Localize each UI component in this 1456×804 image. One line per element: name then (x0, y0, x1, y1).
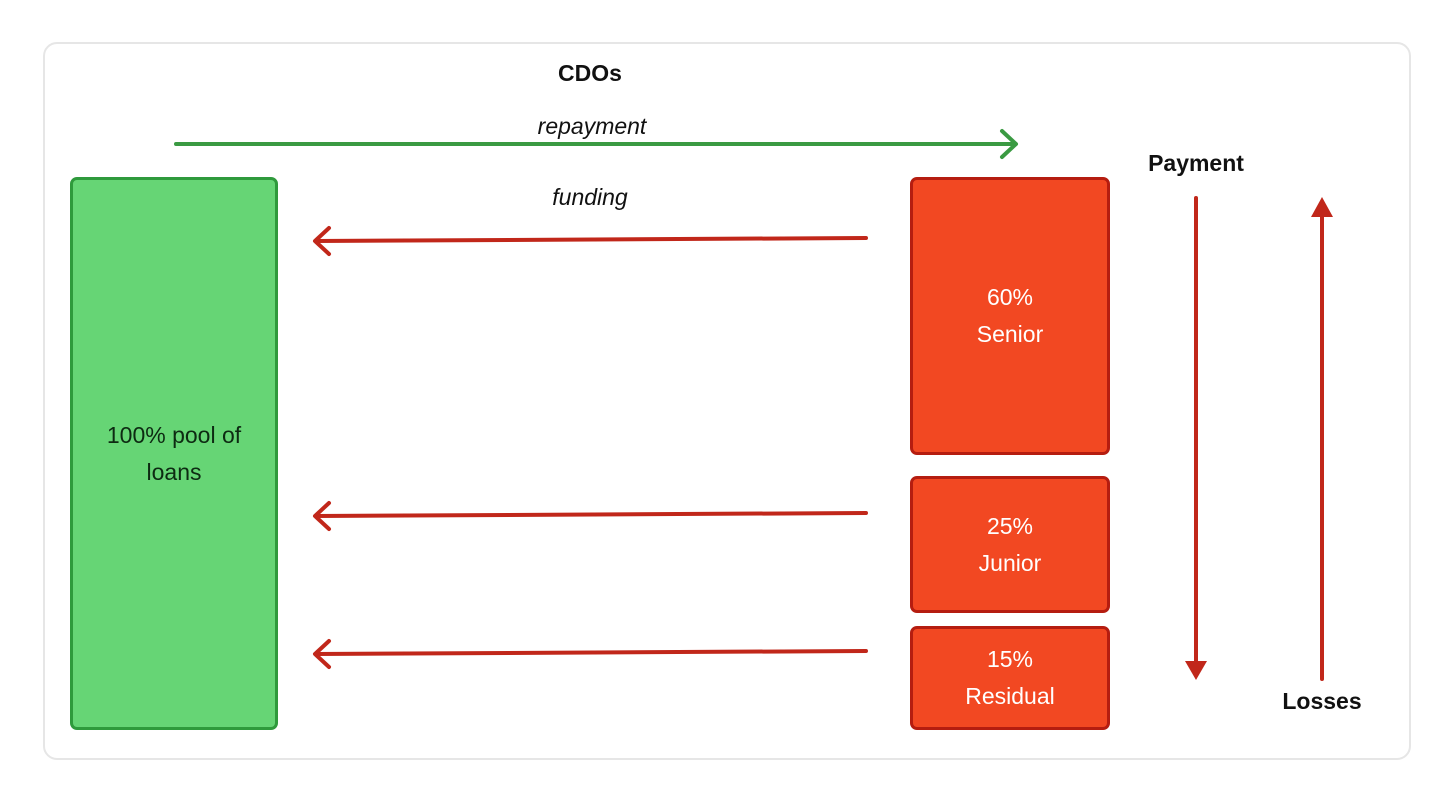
tranche-junior-percent: 25% (986, 512, 1034, 539)
tranche-senior-box: 60% Senior (910, 177, 1110, 455)
diagram-title: CDOs (558, 60, 622, 86)
funding-label: funding (552, 184, 628, 210)
tranche-junior-box: 25% Junior (910, 476, 1110, 613)
tranche-senior-name: Senior (976, 321, 1044, 347)
tranche-residual-box: 15% Residual (910, 626, 1110, 730)
repayment-label: repayment (537, 113, 647, 139)
loan-pool-box: 100% pool of loans (70, 177, 278, 730)
tranche-junior-name: Junior (978, 549, 1042, 576)
loan-pool-label: 100% pool of loans (106, 421, 242, 485)
payment-label: Payment (1148, 150, 1244, 176)
tranche-residual-percent: 15% (986, 646, 1034, 672)
tranche-residual-name: Residual (965, 683, 1055, 709)
tranche-senior-percent: 60% (986, 284, 1034, 310)
losses-label: Losses (1282, 688, 1362, 714)
